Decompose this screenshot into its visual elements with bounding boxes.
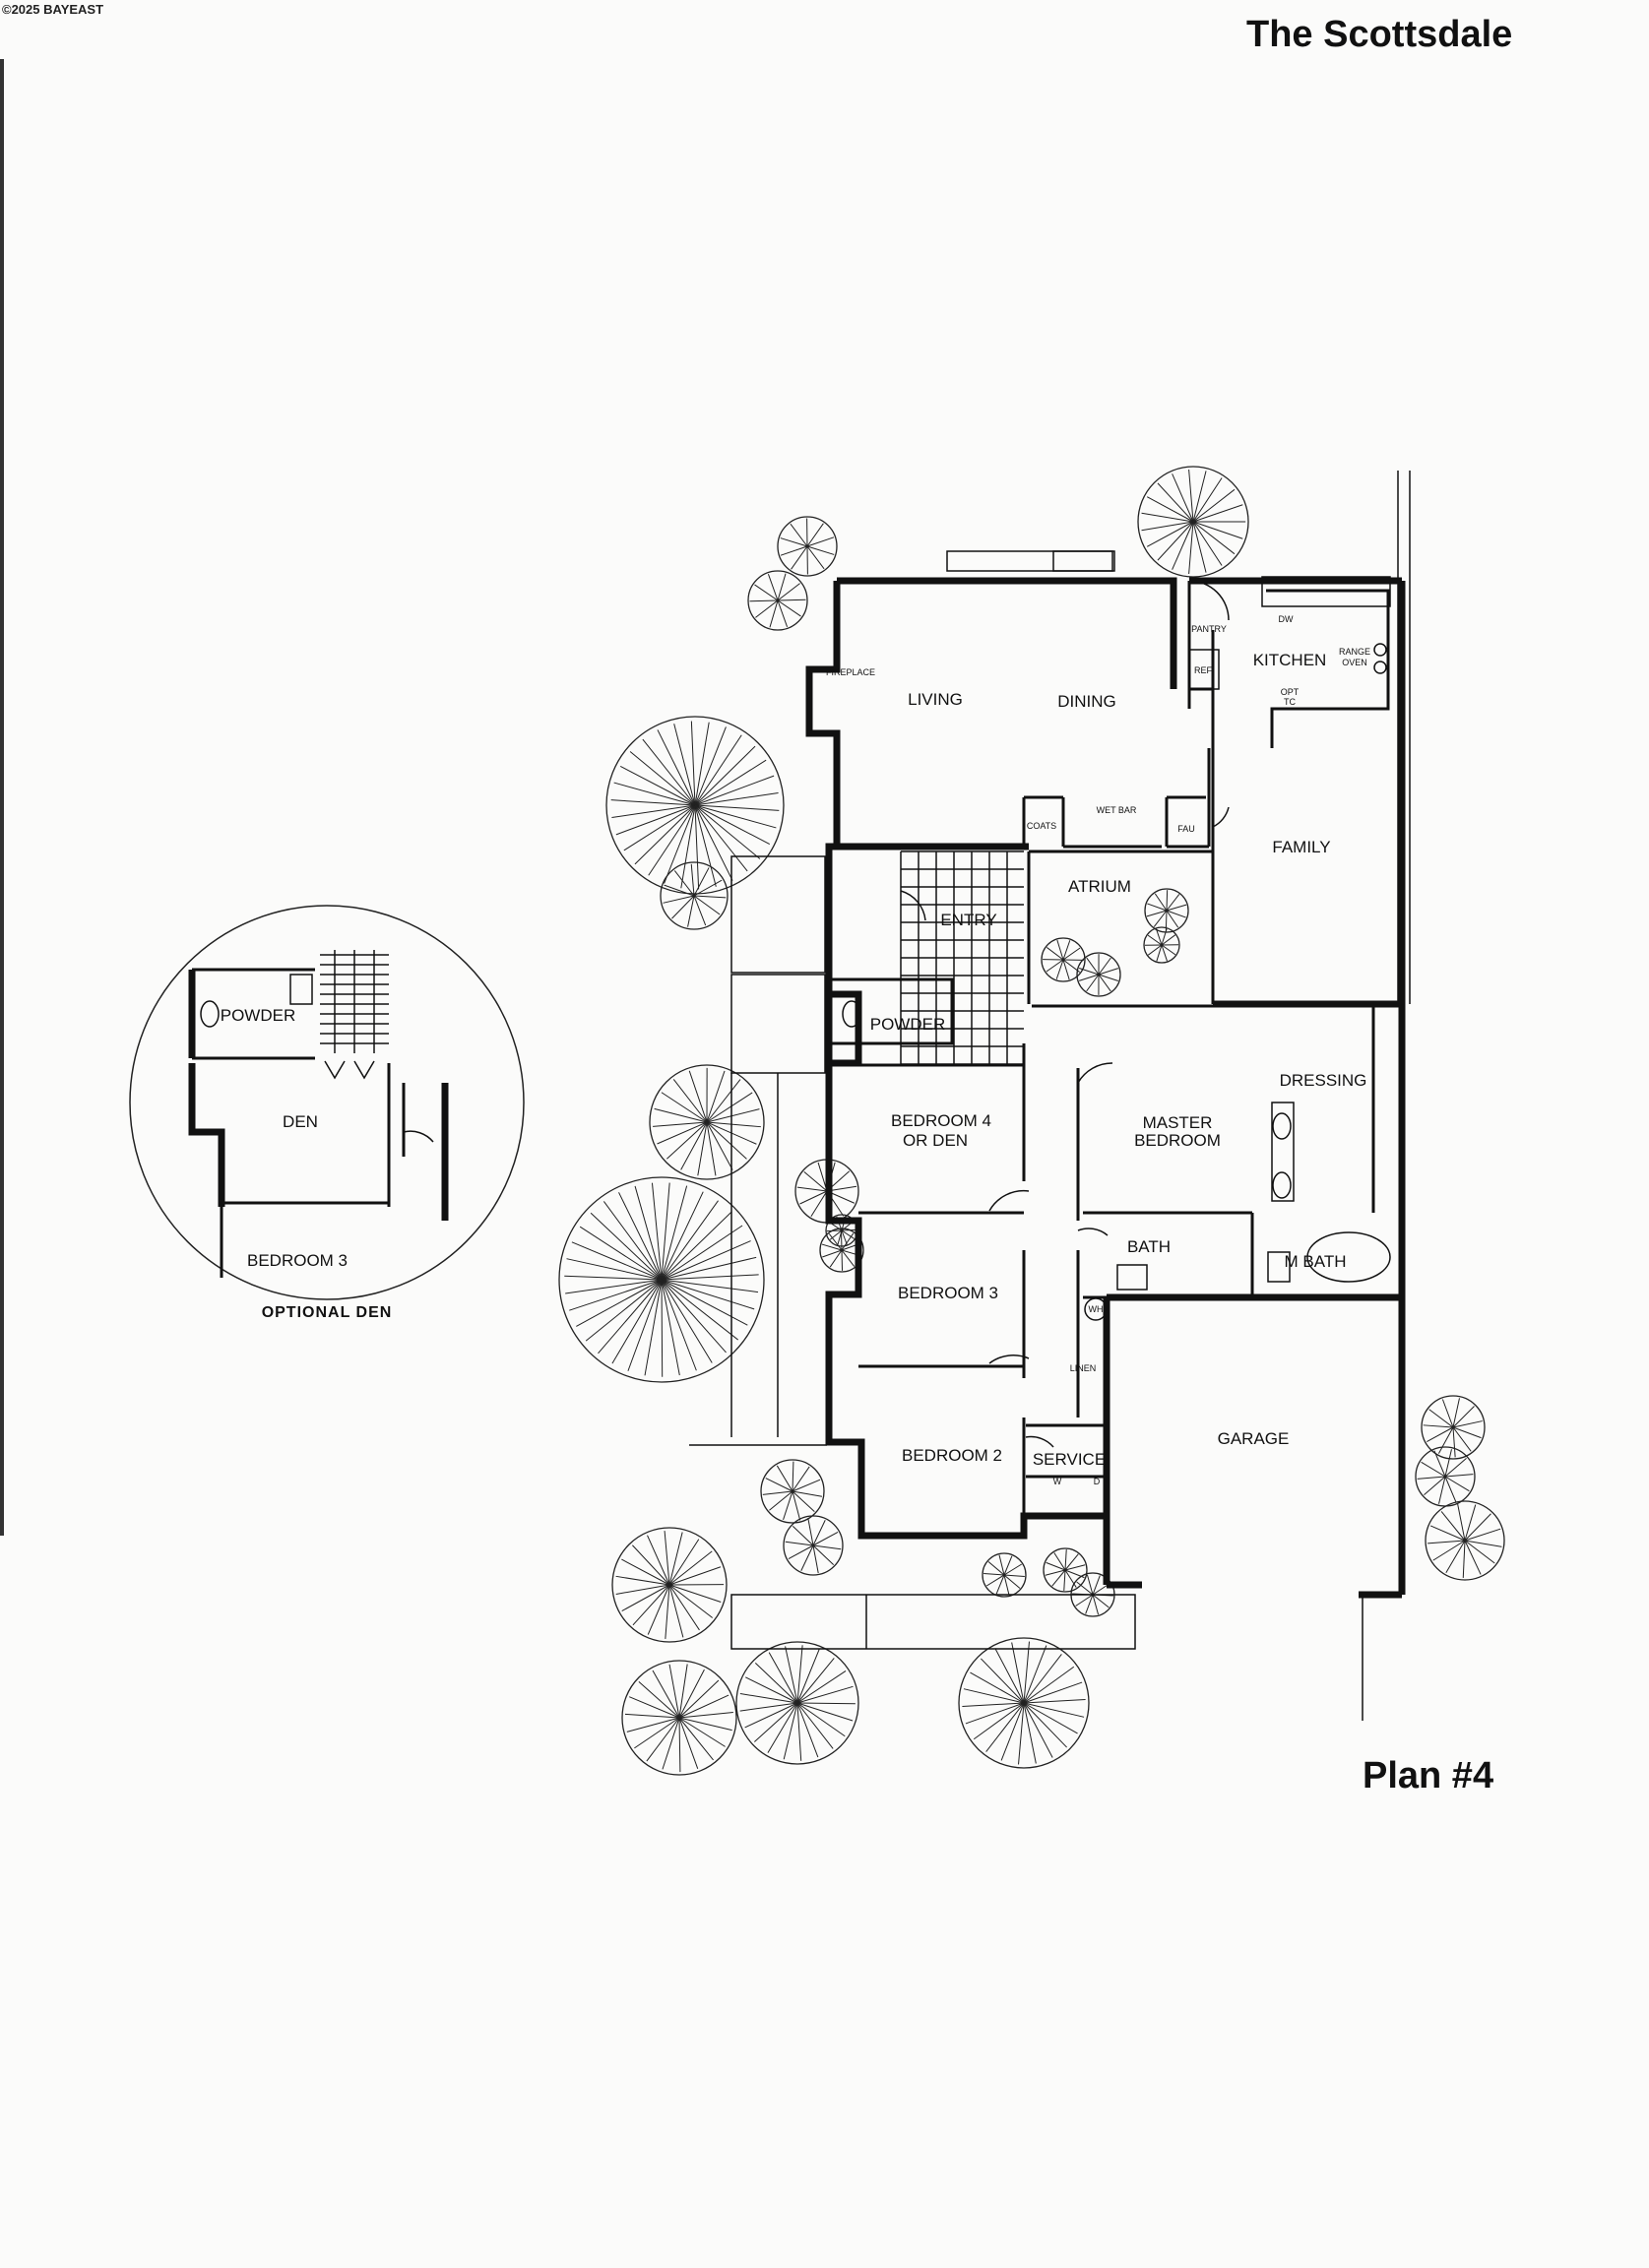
tree-icon: [1425, 1500, 1505, 1581]
bedroom2-label: BEDROOM 2: [902, 1446, 1002, 1465]
living-label: LIVING: [908, 690, 963, 709]
optional-den-inset: POWDER DEN BEDROOM 3 OPTIONAL DEN: [129, 905, 525, 1321]
tree-icon: [1041, 937, 1086, 982]
tree-icon: [760, 1459, 825, 1524]
bedroom4-alt-label: OR DEN: [903, 1131, 968, 1150]
opt-label: OPT: [1281, 687, 1300, 697]
tree-icon: [1144, 888, 1189, 933]
tree-icon: [649, 1064, 765, 1180]
landscape-trees: [558, 466, 1505, 1776]
dryer-label: D: [1094, 1477, 1101, 1486]
site-lines: [689, 471, 1411, 1721]
inset-powder-label: POWDER: [221, 1006, 296, 1025]
range-label: RANGE: [1339, 647, 1370, 657]
tree-icon: [958, 1637, 1090, 1769]
powder-label: POWDER: [870, 1015, 946, 1034]
master-bedroom-label-2: BEDROOM: [1134, 1131, 1221, 1150]
bedroom4-label: BEDROOM 4: [891, 1111, 991, 1130]
inset-den-label: DEN: [283, 1112, 318, 1131]
bath-fixtures: [842, 1000, 1391, 1321]
door-swings: [900, 580, 1230, 1448]
plan-number: Plan #4: [1363, 1755, 1494, 1796]
dw-label: DW: [1279, 614, 1294, 624]
tree-icon: [777, 516, 838, 577]
tree-icon: [1070, 1572, 1115, 1617]
optional-den-caption: OPTIONAL DEN: [262, 1304, 393, 1321]
m-bath-label: M BATH: [1285, 1252, 1347, 1271]
wh-label: WH: [1089, 1304, 1104, 1314]
oven-label: OVEN: [1342, 658, 1367, 667]
room-labels: LIVING DINING KITCHEN FAMILY ATRIUM ENTR…: [870, 651, 1367, 1469]
tc-label: TC: [1284, 697, 1296, 707]
entry-tile-floor: [900, 850, 1024, 1065]
tree-icon: [747, 570, 808, 631]
tree-icon: [1421, 1395, 1486, 1460]
atrium-label: ATRIUM: [1068, 877, 1131, 896]
service-label: SERVICE: [1033, 1450, 1106, 1469]
garage-label: GARAGE: [1218, 1429, 1290, 1448]
ref-label: REF: [1194, 665, 1213, 675]
tree-icon: [611, 1527, 728, 1643]
wet-bar-label: WET BAR: [1097, 805, 1137, 815]
tree-icon: [1415, 1446, 1476, 1507]
inset-bedroom3-label: BEDROOM 3: [247, 1251, 348, 1270]
master-bedroom-label: MASTER: [1143, 1113, 1213, 1132]
fireplace-label: FIREPLACE: [826, 667, 875, 677]
tree-icon: [783, 1515, 844, 1576]
pantry-label: PANTRY: [1191, 624, 1227, 634]
dining-label: DINING: [1057, 692, 1116, 711]
page-title: The Scottsdale: [1246, 14, 1513, 55]
kitchen-fixtures: [1188, 589, 1390, 748]
linen-label: LINEN: [1070, 1363, 1097, 1373]
tree-icon: [660, 861, 729, 930]
dressing-label: DRESSING: [1280, 1071, 1367, 1090]
fixture-labels: FIREPLACE PANTRY REF DW RANGE OVEN OPT T…: [826, 614, 1370, 1486]
tree-icon: [1143, 926, 1180, 964]
tree-icon: [982, 1552, 1027, 1598]
kitchen-label: KITCHEN: [1253, 651, 1327, 669]
tree-icon: [558, 1176, 765, 1383]
interior-walls: [827, 579, 1375, 1518]
watermark: ©2025 BAYEAST: [2, 2, 104, 17]
bath-label: BATH: [1127, 1237, 1171, 1256]
tree-icon: [621, 1660, 737, 1776]
tree-icon: [735, 1641, 859, 1765]
page-edge-shadow: [0, 59, 4, 1536]
tree-icon: [1137, 466, 1249, 578]
fau-label: FAU: [1177, 824, 1195, 834]
coats-label: COATS: [1027, 821, 1056, 831]
bedroom3-label: BEDROOM 3: [898, 1284, 998, 1302]
entry-label: ENTRY: [940, 911, 996, 929]
tree-icon: [1076, 952, 1121, 997]
family-label: FAMILY: [1272, 838, 1330, 856]
washer-label: W: [1053, 1477, 1062, 1486]
tree-icon: [605, 716, 785, 895]
